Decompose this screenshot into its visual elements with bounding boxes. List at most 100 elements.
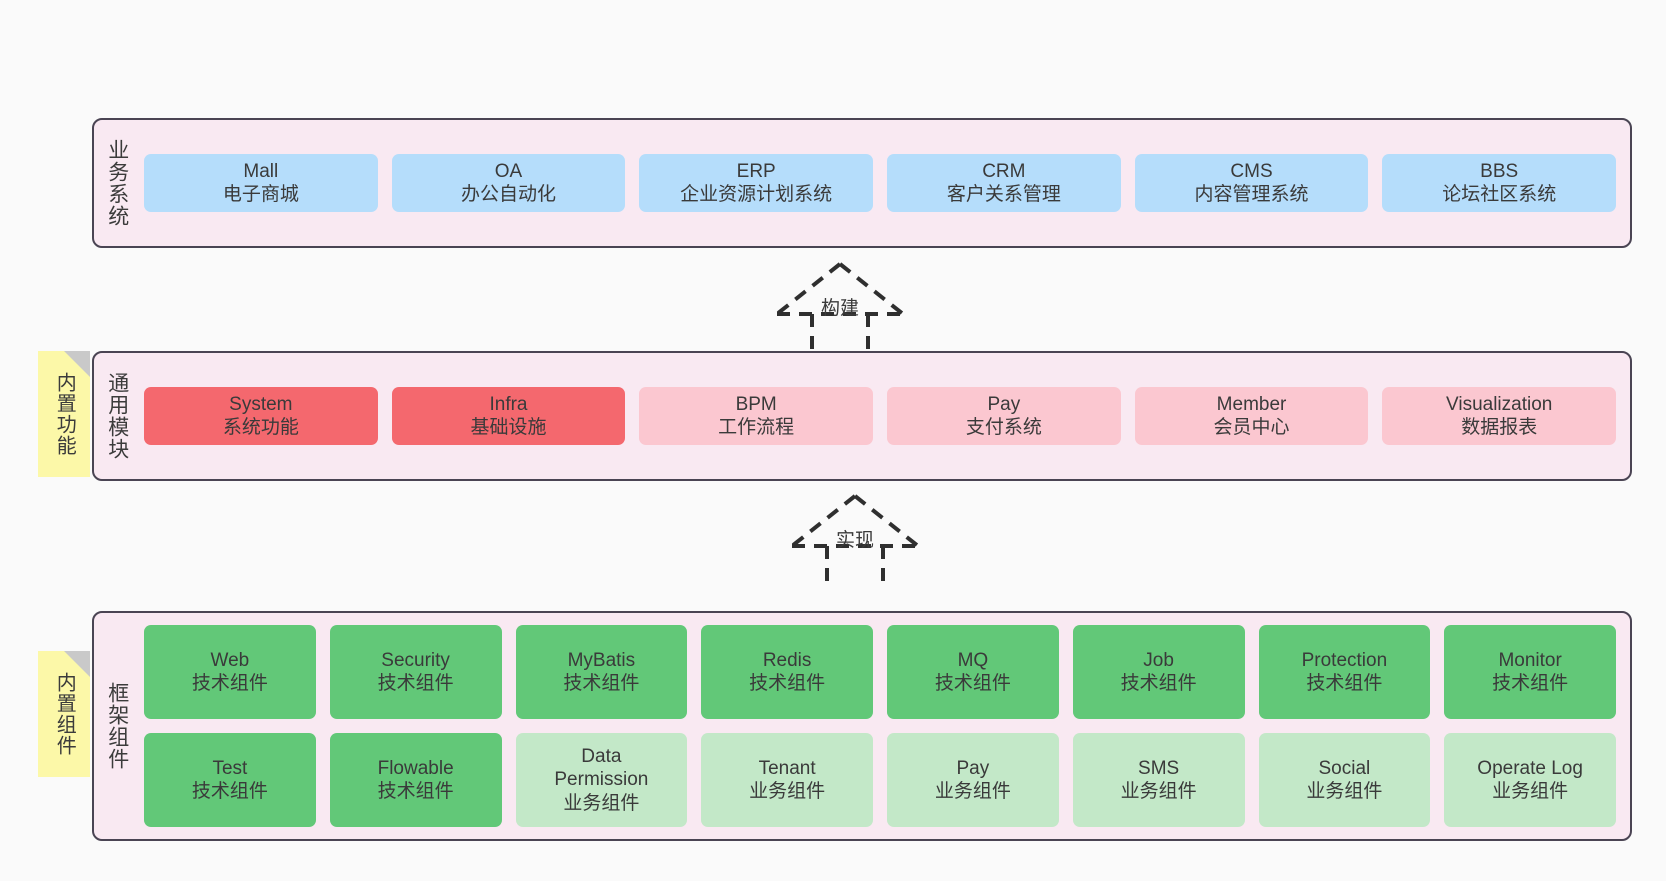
card-test[interactable]: Test 技术组件: [144, 733, 316, 827]
note-label: 内置组件: [53, 672, 76, 756]
card-cms[interactable]: CMS 内容管理系统: [1134, 153, 1369, 213]
card-subtitle: 支付系统: [965, 417, 1042, 438]
connector-build-label: 构建: [820, 298, 860, 319]
card-flowable[interactable]: Flowable 技术组件: [329, 733, 502, 827]
card-mybatis[interactable]: MyBatis 技术组件: [515, 625, 688, 719]
card-title: Visualization: [1446, 393, 1553, 415]
card-tenant[interactable]: Tenant 业务组件: [701, 733, 873, 827]
card-subtitle: 业务组件: [563, 792, 640, 814]
card-social[interactable]: Social 业务组件: [1258, 733, 1431, 827]
connector-implement-label: 实现: [835, 530, 875, 551]
card-subtitle: 技术组件: [191, 673, 268, 694]
card-subtitle: 系统功能: [222, 417, 299, 438]
card-title: Pay: [956, 757, 990, 779]
card-subtitle: 技术组件: [377, 673, 454, 694]
card-subtitle: 技术组件: [191, 781, 268, 802]
card-sms[interactable]: SMS 业务组件: [1072, 733, 1245, 827]
card-subtitle: 企业资源计划系统: [680, 184, 833, 205]
layer-title-common-module: 通用模块: [105, 372, 129, 460]
card-bpm[interactable]: BPM 工作流程: [639, 386, 874, 446]
card-title: Test: [212, 757, 248, 779]
card-title: System: [229, 393, 293, 415]
note-builtin-components: 内置组件: [38, 651, 90, 777]
card-subtitle: 工作流程: [718, 417, 795, 438]
card-title: Job: [1143, 649, 1174, 671]
card-subtitle: 技术组件: [749, 673, 826, 694]
card-subtitle: 业务组件: [934, 781, 1011, 802]
card-title: MQ: [957, 649, 989, 671]
card-protection[interactable]: Protection 技术组件: [1258, 625, 1431, 719]
layer-common-module: 通用模块 System 系统功能 Infra 基础设施 BPM 工作流程 Pay…: [92, 351, 1632, 481]
card-subtitle: 技术组件: [1120, 673, 1197, 694]
card-oa[interactable]: OA 办公自动化: [391, 153, 626, 213]
card-subtitle: 基础设施: [470, 417, 547, 438]
card-infra[interactable]: Infra 基础设施: [391, 386, 626, 446]
card-title: Social: [1318, 757, 1371, 779]
card-subtitle: 客户关系管理: [946, 184, 1061, 205]
card-job[interactable]: Job 技术组件: [1072, 625, 1245, 719]
card-title: Monitor: [1498, 649, 1562, 671]
card-title: Redis: [762, 649, 812, 671]
card-title: ERP: [736, 160, 776, 182]
card-mq[interactable]: MQ 技术组件: [887, 625, 1059, 719]
card-subtitle: 电子商城: [222, 184, 299, 205]
card-subtitle: 内容管理系统: [1194, 184, 1309, 205]
layer-title-business-system: 业务系统: [105, 139, 129, 227]
card-subtitle: 业务组件: [1306, 781, 1383, 802]
card-subtitle: 办公自动化: [461, 184, 557, 205]
card-title: Pay: [987, 393, 1021, 415]
card-pay-component[interactable]: Pay 业务组件: [887, 733, 1059, 827]
card-visualization[interactable]: Visualization 数据报表: [1382, 386, 1617, 446]
card-title: Infra: [489, 393, 528, 415]
card-security[interactable]: Security 技术组件: [329, 625, 502, 719]
layer-framework-component: 框架组件 Web 技术组件 Security 技术组件 MyBatis 技术组件…: [92, 611, 1632, 841]
card-crm[interactable]: CRM 客户关系管理: [887, 153, 1121, 213]
card-title: Member: [1216, 393, 1287, 415]
card-member[interactable]: Member 会员中心: [1134, 386, 1369, 446]
card-title: Security: [381, 649, 450, 671]
card-title: Data Permission: [554, 746, 649, 791]
card-subtitle: 业务组件: [749, 781, 826, 802]
layer-business-system: 业务系统 Mall 电子商城 OA 办公自动化 ERP 企业资源计划系统 CRM…: [92, 118, 1632, 248]
note-label: 内置功能: [53, 372, 76, 456]
row-business-components: Test 技术组件 Flowable 技术组件 Data Permission …: [144, 733, 1616, 827]
card-title: Mall: [243, 160, 279, 182]
card-subtitle: 技术组件: [563, 673, 640, 694]
card-title: CMS: [1230, 160, 1273, 182]
card-mall[interactable]: Mall 电子商城: [144, 153, 378, 213]
generalization-arrow-icon: [790, 494, 920, 584]
card-data-permission[interactable]: Data Permission 业务组件: [515, 733, 688, 827]
card-redis[interactable]: Redis 技术组件: [701, 625, 873, 719]
layer-body-common-module: System 系统功能 Infra 基础设施 BPM 工作流程 Pay 支付系统…: [140, 353, 1630, 479]
layer-title-framework-component: 框架组件: [105, 682, 129, 770]
card-title: CRM: [982, 160, 1026, 182]
card-subtitle: 论坛社区系统: [1442, 184, 1557, 205]
card-pay[interactable]: Pay 支付系统: [887, 386, 1121, 446]
note-builtin-features: 内置功能: [38, 351, 90, 477]
card-title: OA: [494, 160, 523, 182]
card-title: Web: [210, 649, 250, 671]
card-system[interactable]: System 系统功能: [144, 386, 378, 446]
card-title: SMS: [1138, 757, 1180, 779]
card-title: BBS: [1480, 160, 1519, 182]
card-operate-log[interactable]: Operate Log 业务组件: [1444, 733, 1616, 827]
card-title: Tenant: [758, 757, 816, 779]
card-subtitle: 会员中心: [1213, 417, 1290, 438]
layer-body-framework-component: Web 技术组件 Security 技术组件 MyBatis 技术组件 Redi…: [140, 613, 1630, 839]
card-title: Operate Log: [1477, 757, 1583, 779]
card-subtitle: 技术组件: [1492, 673, 1569, 694]
card-subtitle: 技术组件: [377, 781, 454, 802]
card-title: BPM: [735, 393, 777, 415]
card-erp[interactable]: ERP 企业资源计划系统: [639, 153, 874, 213]
connector-build: 构建: [760, 258, 920, 354]
card-title: Protection: [1301, 649, 1388, 671]
card-monitor[interactable]: Monitor 技术组件: [1444, 625, 1616, 719]
layer-body-business-system: Mall 电子商城 OA 办公自动化 ERP 企业资源计划系统 CRM 客户关系…: [140, 120, 1630, 246]
card-web[interactable]: Web 技术组件: [144, 625, 316, 719]
card-subtitle: 数据报表: [1461, 417, 1538, 438]
row-business-systems: Mall 电子商城 OA 办公自动化 ERP 企业资源计划系统 CRM 客户关系…: [144, 153, 1617, 213]
card-bbs[interactable]: BBS 论坛社区系统: [1382, 153, 1617, 213]
card-title: Flowable: [377, 757, 454, 779]
row-tech-components: Web 技术组件 Security 技术组件 MyBatis 技术组件 Redi…: [144, 625, 1616, 719]
